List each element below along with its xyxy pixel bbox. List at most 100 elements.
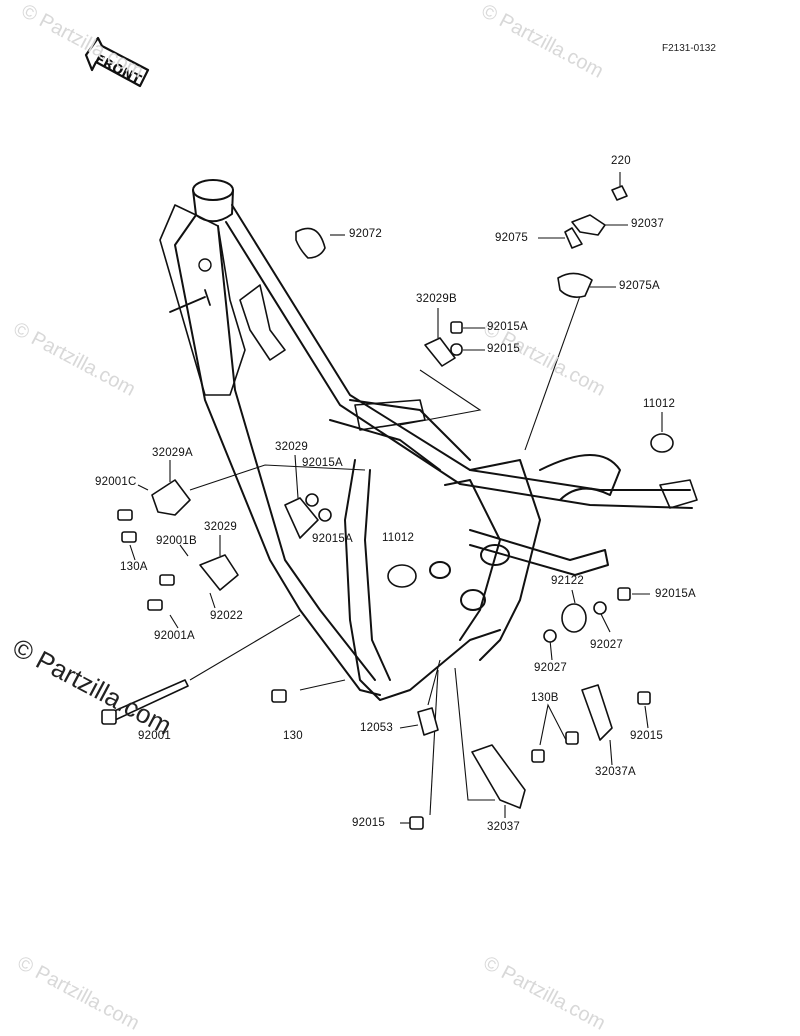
- bolt-92001A: [147, 599, 163, 611]
- frame-down-tube-left: [174, 214, 381, 696]
- label-220[interactable]: 220: [611, 155, 631, 167]
- collar-92122: [561, 603, 587, 633]
- steering-head: [192, 179, 234, 201]
- label-130A[interactable]: 130A: [120, 561, 148, 573]
- rear-loop: [539, 454, 621, 501]
- leader-130: [299, 679, 346, 691]
- label-92075[interactable]: 92075: [495, 232, 528, 244]
- leader-92001C: [137, 484, 149, 491]
- plate-32029A: [151, 479, 191, 516]
- label-92015A-mid[interactable]: 92015A: [302, 457, 343, 469]
- label-12053[interactable]: 12053: [360, 722, 393, 734]
- pivot-boss-right: [480, 544, 510, 566]
- label-11012-right[interactable]: 11012: [643, 398, 676, 410]
- leader-92122: [571, 589, 576, 604]
- rear-subframe: [469, 459, 541, 661]
- rear-crossbar: [469, 529, 609, 576]
- label-92022[interactable]: 92022: [210, 610, 243, 622]
- bolt-130B-left: [531, 749, 545, 763]
- bolt-92001C: [117, 509, 133, 521]
- label-11012-center[interactable]: 11012: [382, 532, 415, 544]
- leader-32037: [454, 667, 495, 801]
- label-92027-a[interactable]: 92027: [534, 662, 567, 674]
- bolt-92001B: [159, 574, 175, 586]
- label-32029-mid[interactable]: 32029: [275, 441, 308, 453]
- frame-down-tube-right: [217, 225, 376, 681]
- label-92001[interactable]: 92001: [138, 730, 171, 742]
- label-92001B[interactable]: 92001B: [156, 535, 197, 547]
- label-32029B[interactable]: 32029B: [416, 293, 457, 305]
- label-32037A[interactable]: 32037A: [595, 766, 636, 778]
- label-92015-right[interactable]: 92015: [630, 730, 663, 742]
- leader-12053: [399, 724, 419, 729]
- label-32029-left[interactable]: 32029: [204, 521, 237, 533]
- plate-32029B: [424, 337, 456, 367]
- bolt-220: [611, 185, 628, 201]
- leader-92027-b: [599, 611, 611, 633]
- leader-12053-up: [427, 659, 441, 706]
- washer-92015A-mid2: [318, 508, 332, 522]
- bracket-32037: [471, 744, 526, 809]
- plate-32029-l: [199, 554, 239, 591]
- top-mount-plate: [354, 399, 426, 431]
- bearing-11012-r: [650, 433, 674, 453]
- label-92072[interactable]: 92072: [349, 228, 382, 240]
- head-gusset: [159, 204, 246, 396]
- label-92027-b[interactable]: 92027: [590, 639, 623, 651]
- nut-92015-r: [637, 691, 651, 705]
- label-92001A[interactable]: 92001A: [154, 630, 195, 642]
- leader-92001B: [179, 544, 189, 557]
- label-92075A[interactable]: 92075A: [619, 280, 660, 292]
- band-92072: [295, 227, 326, 259]
- label-92122[interactable]: 92122: [551, 575, 584, 587]
- link-32037A: [581, 684, 613, 741]
- label-92015A-right[interactable]: 92015A: [655, 588, 696, 600]
- bolt-92001-head: [101, 709, 117, 725]
- bolt-130: [271, 689, 287, 703]
- label-92001C[interactable]: 92001C: [95, 476, 137, 488]
- lower-cradle: [344, 459, 501, 701]
- frame-top-tube-lower: [225, 221, 693, 509]
- leader-130B: [539, 703, 567, 746]
- clamp-92037: [571, 214, 606, 236]
- leader-mount-plate: [189, 464, 366, 491]
- front-arrow-icon: [84, 36, 150, 88]
- gusset-hole: [198, 258, 212, 272]
- nut-92015A-r: [617, 587, 631, 601]
- cover-92075A: [557, 272, 593, 298]
- leader-tapered-bearing: [524, 295, 581, 451]
- label-32029A[interactable]: 32029A: [152, 447, 193, 459]
- plate-32029-mid: [284, 497, 319, 539]
- washer-92015A-mid: [305, 493, 319, 507]
- upper-engine-bracket: [239, 284, 286, 361]
- washer-92015-top: [450, 343, 463, 356]
- rear-subframe-inner: [444, 479, 501, 641]
- label-92015A-top[interactable]: 92015A: [487, 321, 528, 333]
- label-92015-top[interactable]: 92015: [487, 343, 520, 355]
- pivot-boss-upper: [429, 561, 451, 579]
- diagram-code: F2131-0132: [662, 43, 716, 54]
- leader-92015-bot-up: [429, 669, 439, 816]
- label-92015A-mid2[interactable]: 92015A: [312, 533, 353, 545]
- leader-plate-frame: [399, 369, 482, 426]
- label-130[interactable]: 130: [283, 730, 303, 742]
- bushing-12053: [417, 707, 439, 736]
- label-32037[interactable]: 32037: [487, 821, 520, 833]
- leader-92001: [189, 614, 301, 681]
- leader-130A: [129, 544, 136, 561]
- rear-tab: [659, 479, 698, 509]
- lower-cradle-inner: [364, 469, 391, 681]
- leader-92022: [209, 592, 216, 609]
- washer-92027-b: [593, 601, 607, 615]
- leader-32037A: [609, 739, 613, 766]
- leader-32029-mid: [294, 454, 299, 499]
- pivot-boss-lower: [460, 589, 486, 611]
- label-92015-bottom[interactable]: 92015: [352, 817, 385, 829]
- nut-92015-bot: [409, 816, 424, 830]
- bolt-130B-right: [565, 731, 579, 745]
- label-130B[interactable]: 130B: [531, 692, 559, 704]
- label-92037[interactable]: 92037: [631, 218, 664, 230]
- nut-92015A-top: [450, 321, 463, 334]
- bearing-11012-c: [387, 564, 417, 588]
